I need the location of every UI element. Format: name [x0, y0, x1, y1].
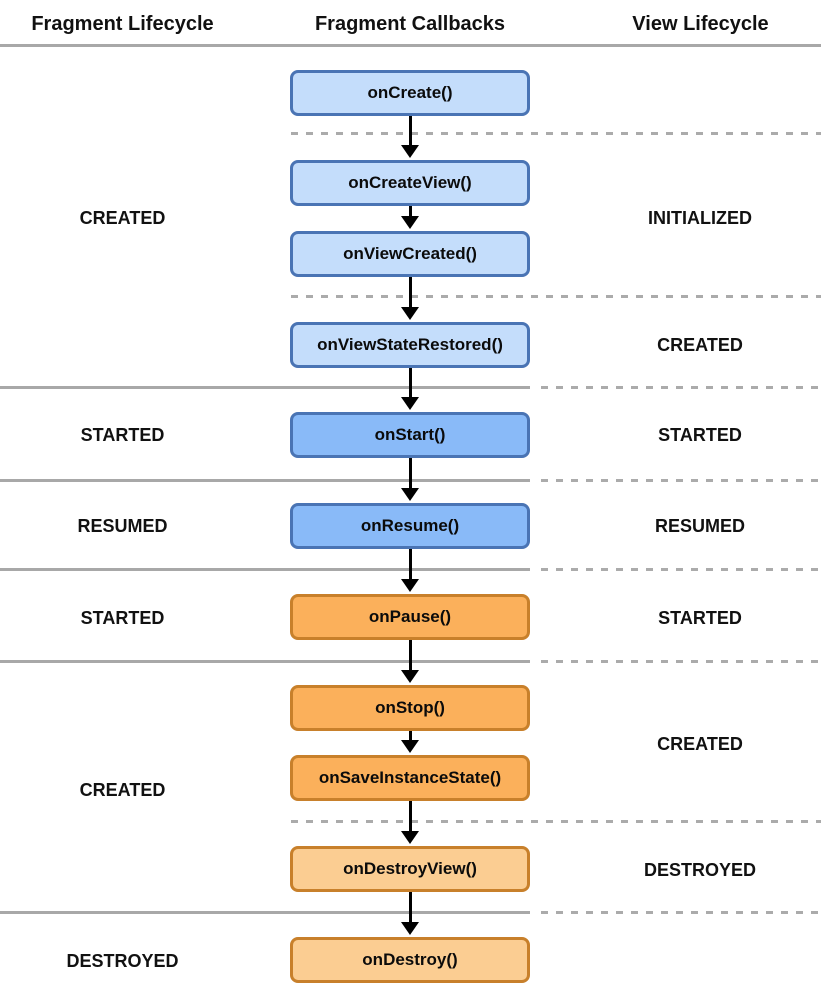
- view-state-divider: [541, 660, 821, 663]
- view-state-label: CREATED: [657, 734, 743, 754]
- column-header-fragment-lifecycle: Fragment Lifecycle: [31, 13, 214, 35]
- fragment-state-label: STARTED: [80, 425, 165, 445]
- flow-arrow: [401, 731, 419, 753]
- view-state-divider: [541, 479, 821, 482]
- view-state-divider: [541, 568, 821, 571]
- flow-arrow: [401, 206, 419, 229]
- fragment-state-divider: [0, 479, 530, 482]
- fragment-state-divider: [0, 660, 530, 663]
- callback-box-onstart: onStart(): [290, 412, 530, 458]
- flow-arrow: [401, 458, 419, 501]
- flow-arrow: [401, 116, 419, 158]
- fragment-state-label: CREATED: [79, 780, 166, 800]
- flow-arrow: [401, 640, 419, 683]
- fragment-state-label: DESTROYED: [66, 951, 179, 971]
- view-state-label: INITIALIZED: [648, 208, 752, 228]
- flow-arrow: [401, 801, 419, 844]
- header-divider: [0, 44, 821, 47]
- callback-box-onsaveinstancestate: onSaveInstanceState(): [290, 755, 530, 801]
- callback-box-onviewcreated: onViewCreated(): [290, 231, 530, 277]
- callback-box-onstop: onStop(): [290, 685, 530, 731]
- callback-box-ondestroy: onDestroy(): [290, 937, 530, 983]
- view-state-label: CREATED: [657, 335, 743, 355]
- fragment-state-divider: [0, 911, 530, 914]
- fragment-state-label: CREATED: [79, 208, 166, 228]
- view-state-divider: [541, 386, 821, 389]
- view-state-divider: [291, 132, 821, 135]
- fragment-state-label: STARTED: [80, 608, 165, 628]
- fragment-state-label: RESUMED: [77, 516, 168, 536]
- callback-box-oncreateview: onCreateView(): [290, 160, 530, 206]
- fragment-state-divider: [0, 386, 530, 389]
- view-state-divider: [291, 820, 821, 823]
- column-header-fragment-callbacks: Fragment Callbacks: [314, 13, 506, 35]
- view-state-label: RESUMED: [654, 516, 745, 536]
- view-state-divider: [291, 295, 821, 298]
- flow-arrow: [401, 277, 419, 320]
- callback-box-oncreate: onCreate(): [290, 70, 530, 116]
- flow-arrow: [401, 549, 419, 592]
- view-state-label: DESTROYED: [643, 860, 757, 880]
- column-header-view-lifecycle: View Lifecycle: [632, 13, 769, 35]
- callback-box-ondestroyview: onDestroyView(): [290, 846, 530, 892]
- callback-box-onpause: onPause(): [290, 594, 530, 640]
- flow-arrow: [401, 368, 419, 410]
- view-state-label: STARTED: [658, 608, 742, 628]
- callback-box-onresume: onResume(): [290, 503, 530, 549]
- callback-box-onviewstaterestored: onViewStateRestored(): [290, 322, 530, 368]
- view-state-divider: [541, 911, 821, 914]
- flow-arrow: [401, 892, 419, 935]
- view-state-label: STARTED: [658, 425, 742, 445]
- fragment-state-divider: [0, 568, 530, 571]
